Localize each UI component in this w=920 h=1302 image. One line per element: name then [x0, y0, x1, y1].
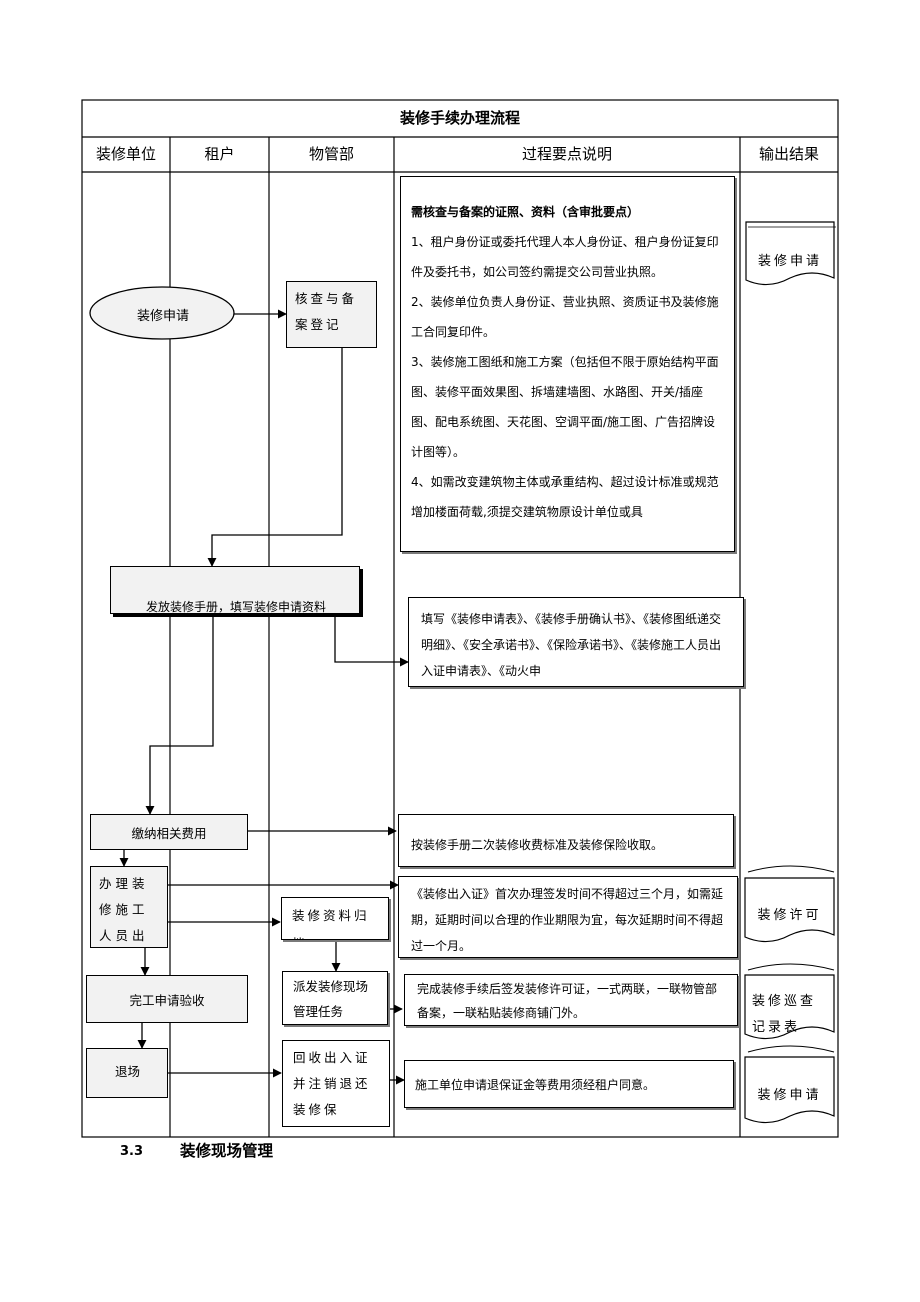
- node-check-register: 核查与备案登记: [286, 281, 377, 348]
- flow-title: 装修手续办理流程: [399, 109, 520, 127]
- note4-text: 《装修出入证》首次办理签发时间不得超过三个月，如需延期，延期时间以合理的作业期限…: [411, 887, 724, 953]
- node-permit-label: 办理装修施工人员出: [99, 876, 149, 943]
- node-permit: 办理装修施工人员出: [90, 866, 168, 948]
- column-header-contractor: 装修单位: [95, 145, 156, 163]
- note-forms-to-fill: 填写《装修申请表》、《装修手册确认书》、《装修图纸递交明细》、《安全承诺书》、《…: [408, 597, 744, 687]
- note1-line-2: 2、装修单位负责人身份证、营业执照、资质证书及装修施工合同复印件。: [411, 295, 719, 339]
- node-issue-manual: 发放装修手册，填写装修申请资料: [110, 566, 360, 614]
- note1-title: 需核查与备案的证照、资料（含审批要点）: [411, 205, 640, 219]
- output-doc-shapes: [744, 221, 836, 1124]
- apply-ellipse: [89, 286, 235, 340]
- arrow-issue-to-fee: [145, 614, 214, 815]
- node-recover: 回收出入证并注销退还装修保: [282, 1040, 390, 1127]
- column-header-output: 输出结果: [758, 145, 819, 163]
- node-complete: 完工申请验收: [86, 975, 248, 1023]
- output-doc-apply: 装修申请: [757, 254, 822, 269]
- arrow-check-to-issue: [207, 348, 343, 567]
- note2-text: 填写《装修申请表》、《装修手册确认书》、《装修图纸递交明细》、《安全承诺书》、《…: [421, 612, 722, 678]
- node-archive-label: 装修资料归档: [292, 908, 370, 939]
- note5-text: 完成装修手续后签发装修许可证，一式两联，一联物管部备案，一联粘贴装修商铺门外。: [417, 982, 718, 1020]
- node-issue-label: 发放装修手册，填写装修申请资料: [146, 600, 327, 614]
- arrow-issue-to-note2: [334, 614, 409, 667]
- output-doc-inspection: 装修巡查记录表: [752, 994, 817, 1035]
- node-dispatch-label: 派发装修现场管理任务: [293, 979, 369, 1019]
- note-documents-required: 需核查与备案的证照、资料（含审批要点） 1、租户身份证或委托代理人本人身份证、租…: [400, 176, 735, 552]
- section-number: 3.3: [120, 1144, 144, 1159]
- column-header-tenant: 租户: [204, 145, 235, 163]
- note3-text: 按装修手册二次装修收费标准及装修保险收取。: [411, 838, 664, 852]
- node-exit: 退场: [86, 1048, 168, 1098]
- section-title: 装修现场管理: [180, 1142, 274, 1160]
- note6-text: 施工单位申请退保证金等费用须经租户同意。: [415, 1078, 656, 1092]
- table-grid: [81, 99, 839, 1138]
- node-archive: 装修资料归档: [281, 897, 389, 940]
- note-pass-validity: 《装修出入证》首次办理签发时间不得超过三个月，如需延期，延期时间以合理的作业期限…: [398, 876, 738, 958]
- note1-line-1: 1、租户身份证或委托代理人本人身份证、租户身份证复印件及委托书，如公司签约需提交…: [411, 235, 719, 279]
- node-dispatch: 派发装修现场管理任务: [282, 971, 388, 1025]
- flow-arrows: [119, 309, 409, 1085]
- node-pay-fee: 缴纳相关费用: [90, 814, 248, 850]
- column-header-property-dept: 物管部: [308, 145, 354, 163]
- note1-line-3: 3、装修施工图纸和施工方案（包括但不限于原始结构平面图、装修平面效果图、拆墙建墙…: [411, 355, 719, 459]
- note-deposit-refund: 施工单位申请退保证金等费用须经租户同意。: [404, 1060, 734, 1108]
- note-fee-standard: 按装修手册二次装修收费标准及装修保险收取。: [398, 814, 734, 867]
- output-doc-apply-2: 装修申请: [757, 1088, 822, 1103]
- node-exit-label: 退场: [115, 1064, 141, 1079]
- node-recover-label: 回收出入证并注销退还装修保: [293, 1050, 371, 1117]
- column-header-process-notes: 过程要点说明: [521, 145, 612, 163]
- node-check-label: 核查与备案登记: [295, 291, 358, 332]
- output-doc-permit: 装修许可: [757, 908, 822, 923]
- note-permit-issue: 完成装修手续后签发装修许可证，一式两联，一联物管部备案，一联粘贴装修商铺门外。: [404, 974, 738, 1026]
- node-apply: 装修申请: [136, 308, 189, 324]
- note1-line-4: 4、如需改变建筑物主体或承重结构、超过设计标准或规范增加楼面荷载,须提交建筑物原…: [411, 475, 719, 519]
